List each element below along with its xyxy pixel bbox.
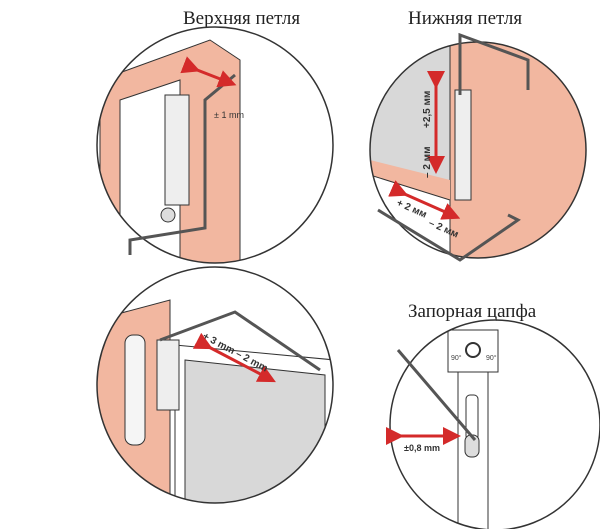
angle-right-label: 90° xyxy=(486,354,497,362)
top-hinge-title: Верхняя петля xyxy=(183,8,300,29)
locking-pin-label: ±0,8 mm xyxy=(404,443,440,453)
top-hinge-label: ± 1 mm xyxy=(214,110,244,120)
locking-pin-title: Запорная цапфа xyxy=(408,301,537,322)
locking-pin-panel: Запорная цапфа 90° 90° ±0,8 mm xyxy=(386,301,600,529)
bottom-hinge-title: Нижняя петля xyxy=(408,8,522,29)
hinge-body xyxy=(164,94,190,206)
angle-left-label: 90° xyxy=(451,354,462,362)
hex-key xyxy=(128,73,236,255)
down-label: – 2 мм xyxy=(422,147,433,178)
hinge-body xyxy=(454,89,472,201)
adjust-arrow xyxy=(180,56,237,88)
up-label: +2,5 мм xyxy=(422,91,433,128)
hinge-body xyxy=(156,339,180,411)
middle-hinge-panel: + 3 mm – 2 mm xyxy=(96,266,334,504)
bottom-hinge-panel: Нижняя петля +2,5 мм – 2 мм + 2 мм – 2 м… xyxy=(369,8,587,262)
hex-key xyxy=(377,208,521,262)
hex-key xyxy=(159,310,321,372)
hex-key xyxy=(396,349,477,441)
top-hinge-panel: Верхняя петля ± 1 mm xyxy=(96,8,334,264)
